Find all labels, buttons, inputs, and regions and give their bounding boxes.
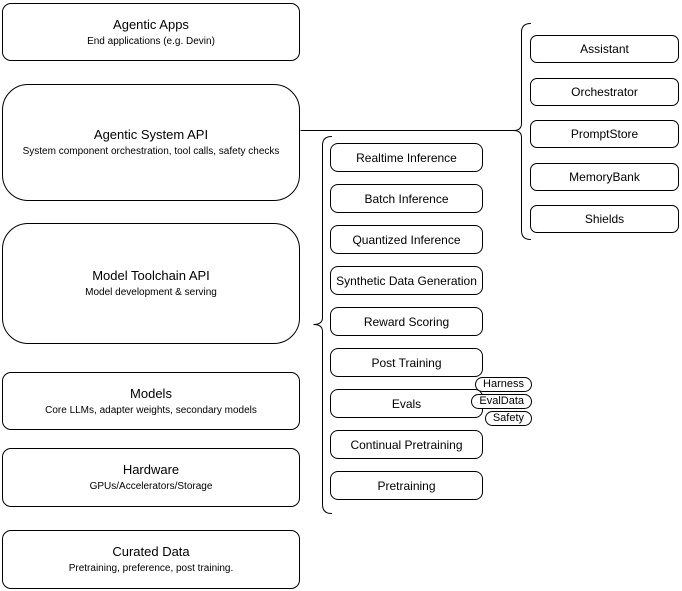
toolchain-item: Continual Pretraining [330, 430, 483, 459]
toolchain-item: Quantized Inference [330, 225, 483, 254]
toolchain-item: Post Training [330, 348, 483, 377]
system-component-item: Assistant [530, 35, 679, 63]
layer-title: Agentic Apps [113, 16, 189, 32]
layer-subtitle: Model development & serving [85, 287, 217, 298]
layer-title: Models [130, 385, 172, 401]
layer-subtitle: System component orchestration, tool cal… [22, 146, 280, 157]
layer-hardware: Hardware GPUs/Accelerators/Storage [2, 448, 300, 507]
system-component-item: PromptStore [530, 120, 679, 148]
layer-title: Hardware [122, 462, 180, 477]
layer-title: Model Toolchain API [92, 268, 210, 283]
evals-tag: EvalData [471, 394, 532, 409]
evals-tag: Harness [475, 377, 532, 392]
layer-models: Models Core LLMs, adapter weights, secon… [2, 372, 300, 430]
toolchain-item: Evals [330, 389, 483, 418]
layer-curated-data: Curated Data Pretraining, preference, po… [2, 530, 300, 589]
system-component-item: Shields [530, 205, 679, 233]
layer-model-toolchain-api: Model Toolchain API Model development & … [2, 223, 300, 344]
toolchain-item: Reward Scoring [330, 307, 483, 336]
system-component-item: MemoryBank [530, 162, 679, 191]
evals-tag: Safety [484, 411, 532, 426]
system-component-item: Orchestrator [530, 77, 679, 106]
layer-subtitle: End applications (e.g. Devin) [87, 35, 215, 47]
toolchain-item: Realtime Inference [330, 143, 483, 172]
layer-title: Agentic System API [93, 127, 209, 142]
brace-system-components [513, 23, 531, 240]
layer-agentic-apps: Agentic Apps End applications (e.g. Devi… [2, 3, 300, 61]
layer-subtitle: GPUs/Accelerators/Storage [89, 481, 213, 492]
toolchain-item: Pretraining [330, 471, 483, 500]
toolchain-item: Batch Inference [330, 184, 483, 213]
layer-agentic-system-api: Agentic System API System component orch… [2, 84, 300, 201]
layer-subtitle: Pretraining, preference, post training. [68, 563, 234, 574]
layer-subtitle: Core LLMs, adapter weights, secondary mo… [45, 404, 257, 416]
toolchain-item: Synthetic Data Generation [330, 266, 483, 295]
brace-toolchain [313, 136, 332, 514]
layer-title: Curated Data [112, 544, 190, 559]
